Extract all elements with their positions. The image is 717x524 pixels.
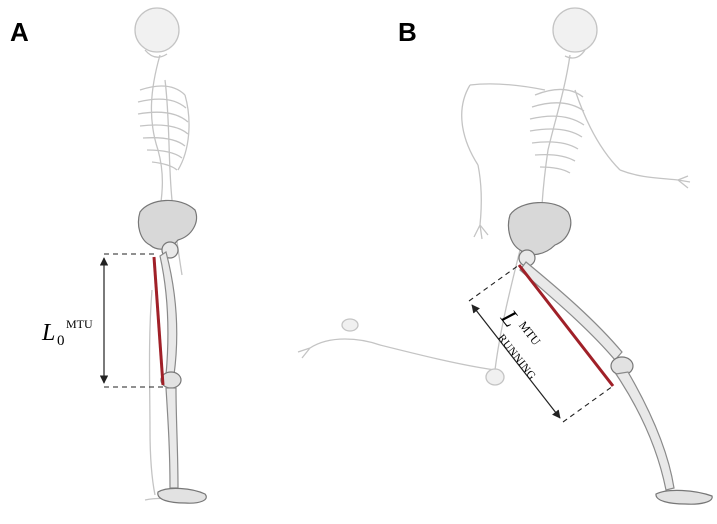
- dimension-extension-bottom-b: [563, 386, 613, 422]
- running-pelvis: [508, 203, 570, 255]
- standing-femur: [160, 252, 177, 375]
- running-tibia: [616, 372, 674, 490]
- running-length-superscript: MTU: [516, 318, 544, 348]
- rest-length-label: L 0 MTU: [41, 317, 93, 349]
- muscle-line-rest: [154, 257, 163, 385]
- running-ghost-bones: [298, 8, 690, 385]
- rest-length-symbol: L: [41, 320, 55, 346]
- skeleton-standing: [104, 8, 206, 503]
- rest-length-subscript: 0: [57, 333, 65, 349]
- standing-foot: [158, 488, 206, 503]
- rest-length-superscript: MTU: [66, 317, 93, 331]
- running-foot: [656, 490, 712, 504]
- standing-tibia: [166, 388, 178, 488]
- skeleton-running: [298, 8, 712, 504]
